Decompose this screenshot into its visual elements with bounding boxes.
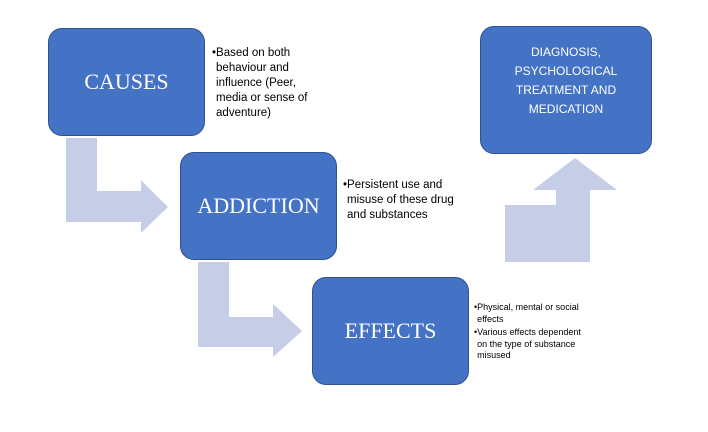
bullet: • (343, 179, 348, 191)
bullet: • (474, 327, 478, 337)
effects-label: EFFECTS (344, 318, 437, 343)
addiction-label: ADDICTION (197, 193, 320, 218)
bullet: • (474, 302, 478, 312)
causes-note-item: • Based on both behaviour and influence … (212, 46, 330, 121)
diagnosis-box: DIAGNOSIS, PSYCHOLOGICAL TREATMENT AND M… (480, 26, 652, 154)
arrow-to-diagnosis (505, 158, 617, 262)
effects-notes: • Physical, mental or social effects • V… (474, 302, 590, 362)
effects-note-item: • Various effects dependent on the type … (474, 327, 590, 362)
causes-box: CAUSES (48, 28, 205, 136)
causes-label: CAUSES (84, 69, 169, 94)
bullet: • (212, 47, 217, 59)
addiction-note-text: Persistent use and misuse of these drug … (347, 179, 454, 221)
effects-note-item: • Physical, mental or social effects (474, 302, 590, 325)
effects-note-text-2: Various effects dependent on the type of… (477, 327, 581, 360)
causes-notes: • Based on both behaviour and influence … (212, 46, 330, 121)
diagnosis-label: DIAGNOSIS, PSYCHOLOGICAL TREATMENT AND M… (514, 45, 618, 116)
arrow-addiction-to-effects (198, 262, 302, 357)
effects-note-text-1: Physical, mental or social effects (477, 302, 579, 324)
addiction-box: ADDICTION (180, 152, 337, 260)
addiction-notes: • Persistent use and misuse of these dru… (343, 178, 458, 223)
addiction-note-item: • Persistent use and misuse of these dru… (343, 178, 458, 223)
arrow-causes-to-addiction (66, 138, 168, 233)
effects-box: EFFECTS (312, 277, 469, 385)
causes-note-text: Based on both behaviour and influence (P… (216, 47, 308, 119)
